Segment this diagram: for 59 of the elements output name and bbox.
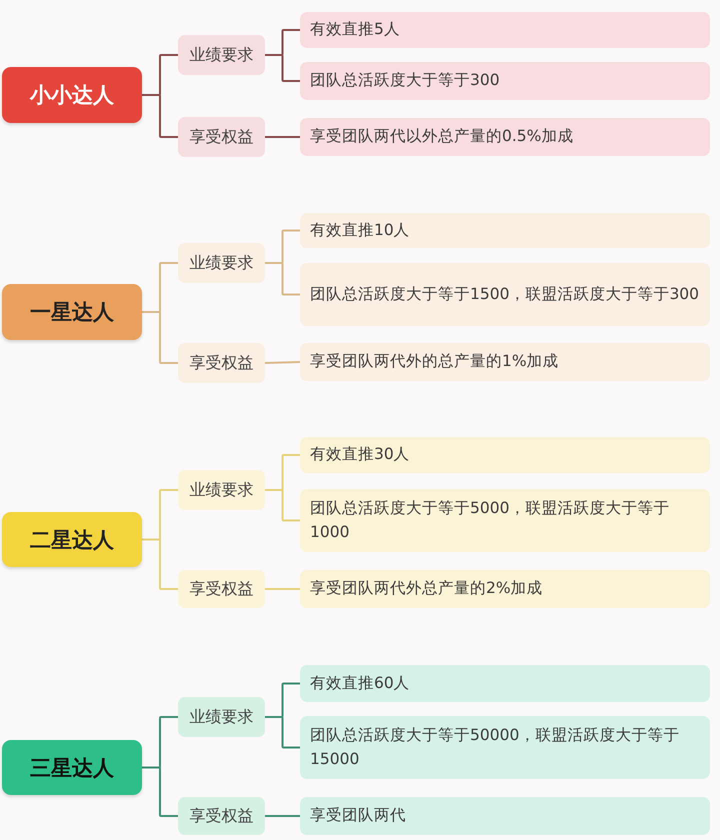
connector-line bbox=[265, 262, 300, 296]
category-box bbox=[178, 797, 265, 835]
detail-text: 享受团队两代外总产量的2%加成 bbox=[310, 578, 543, 600]
detail-text: 有效直推10人 bbox=[310, 220, 410, 241]
connector-line bbox=[265, 716, 300, 748]
detail-box bbox=[300, 570, 710, 608]
connector-line bbox=[265, 54, 300, 82]
category-label: 业绩要求 bbox=[190, 252, 254, 274]
connector-line bbox=[265, 136, 300, 138]
connector-line bbox=[142, 538, 178, 590]
connector-line bbox=[265, 588, 300, 590]
detail-box bbox=[300, 489, 710, 552]
level-title: 三星达人 bbox=[30, 754, 114, 782]
level-box bbox=[2, 67, 142, 123]
detail-text: 团队总活跃度大于等于5000，联盟活跃度大于等于1000 bbox=[310, 498, 670, 542]
level-title: 一星达人 bbox=[30, 299, 114, 326]
detail-box bbox=[300, 118, 710, 156]
detail-text: 团队总活跃度大于等于50000，联盟活跃度大于等于15000 bbox=[310, 725, 680, 770]
category-label: 享受权益 bbox=[190, 126, 254, 148]
level-box bbox=[2, 512, 142, 567]
detail-box bbox=[300, 263, 710, 326]
detail-text: 有效直推30人 bbox=[310, 444, 410, 466]
connector-line bbox=[265, 815, 300, 817]
level-title: 二星达人 bbox=[30, 526, 114, 554]
category-box bbox=[178, 470, 265, 510]
category-label: 业绩要求 bbox=[190, 480, 254, 500]
detail-text: 团队总活跃度大于等于300 bbox=[310, 70, 500, 92]
level-title: 小小达人 bbox=[30, 82, 114, 109]
detail-text: 有效直推60人 bbox=[310, 672, 410, 694]
detail-text: 享受团队两代外的总产量的1%加成 bbox=[310, 351, 559, 372]
category-label: 业绩要求 bbox=[190, 44, 254, 66]
detail-text: 团队总活跃度大于等于1500，联盟活跃度大于等于300 bbox=[310, 284, 700, 305]
detail-box bbox=[300, 12, 710, 48]
detail-box bbox=[300, 797, 710, 835]
detail-box bbox=[300, 665, 710, 702]
category-label: 享受权益 bbox=[190, 578, 254, 600]
detail-text: 享受团队两代 bbox=[310, 805, 406, 826]
category-box bbox=[178, 117, 265, 157]
detail-box bbox=[300, 343, 710, 381]
category-box bbox=[178, 35, 265, 75]
connector-line bbox=[265, 489, 300, 522]
category-box bbox=[178, 343, 265, 383]
category-label: 享受权益 bbox=[190, 352, 254, 374]
category-box bbox=[178, 697, 265, 737]
level-box bbox=[2, 284, 142, 340]
level-box bbox=[2, 740, 142, 795]
detail-box bbox=[300, 437, 710, 473]
category-label: 享受权益 bbox=[190, 806, 254, 826]
category-label: 业绩要求 bbox=[190, 706, 254, 728]
detail-box bbox=[300, 62, 710, 100]
connector-line bbox=[142, 94, 178, 138]
detail-text: 有效直推5人 bbox=[310, 19, 400, 40]
connector-line bbox=[142, 311, 178, 364]
connector-line bbox=[264, 361, 300, 364]
category-box bbox=[178, 243, 265, 283]
detail-text: 享受团队两代以外总产量的0.5%加成 bbox=[310, 126, 574, 148]
detail-box bbox=[300, 213, 710, 248]
detail-box bbox=[300, 716, 710, 779]
category-box bbox=[178, 570, 265, 608]
